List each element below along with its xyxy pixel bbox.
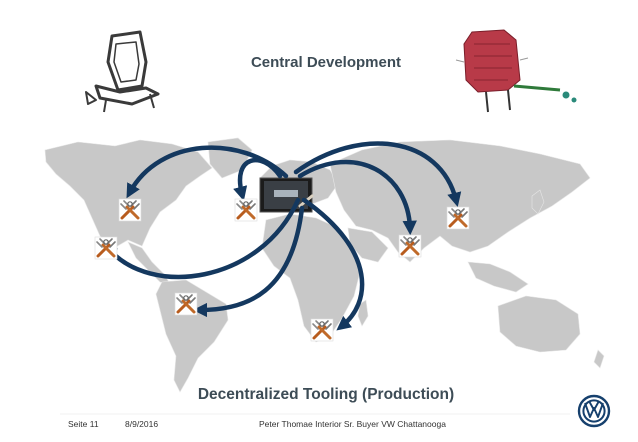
seat-frame-image: [85, 30, 160, 113]
arrow-to-south-africa: [301, 197, 365, 331]
map-new-zealand: [593, 349, 605, 369]
tooling-site-icon: [309, 317, 335, 343]
tooling-site-icon: [93, 235, 119, 261]
map-japan: [531, 189, 545, 215]
map-greenland: [207, 137, 253, 179]
seat-cad-model-image: [455, 29, 577, 113]
arrow-to-china: [293, 141, 462, 207]
central-development-image: [259, 177, 314, 213]
slide-title-decentralized-tooling: Decentralized Tooling (Production): [197, 386, 455, 403]
tooling-site-icon: [173, 291, 199, 317]
tooling-site-icon: [445, 205, 471, 231]
arrow-to-brazil: [192, 205, 305, 318]
tooling-site-icon: [233, 197, 259, 223]
arrow-to-europe-west: [233, 158, 283, 201]
arrow-to-mexico: [103, 197, 301, 280]
map-madagascar: [357, 299, 369, 327]
slide-title-central-development: Central Development: [250, 54, 402, 71]
footer-date: 8/9/2016: [125, 419, 159, 429]
distribution-arrows: [103, 141, 462, 331]
map-australia: [497, 295, 581, 353]
footer-author: Peter Thomae Interior Sr. Buyer VW Chatt…: [259, 419, 446, 429]
map-north-america: [44, 139, 213, 249]
volkswagen-logo: [577, 394, 611, 428]
map-se-asia: [467, 261, 529, 293]
tooling-site-icon: [397, 233, 423, 259]
tooling-site-icon: [117, 197, 143, 223]
footer-page-number: Seite 11: [68, 419, 99, 429]
arrow-to-india: [297, 159, 417, 236]
